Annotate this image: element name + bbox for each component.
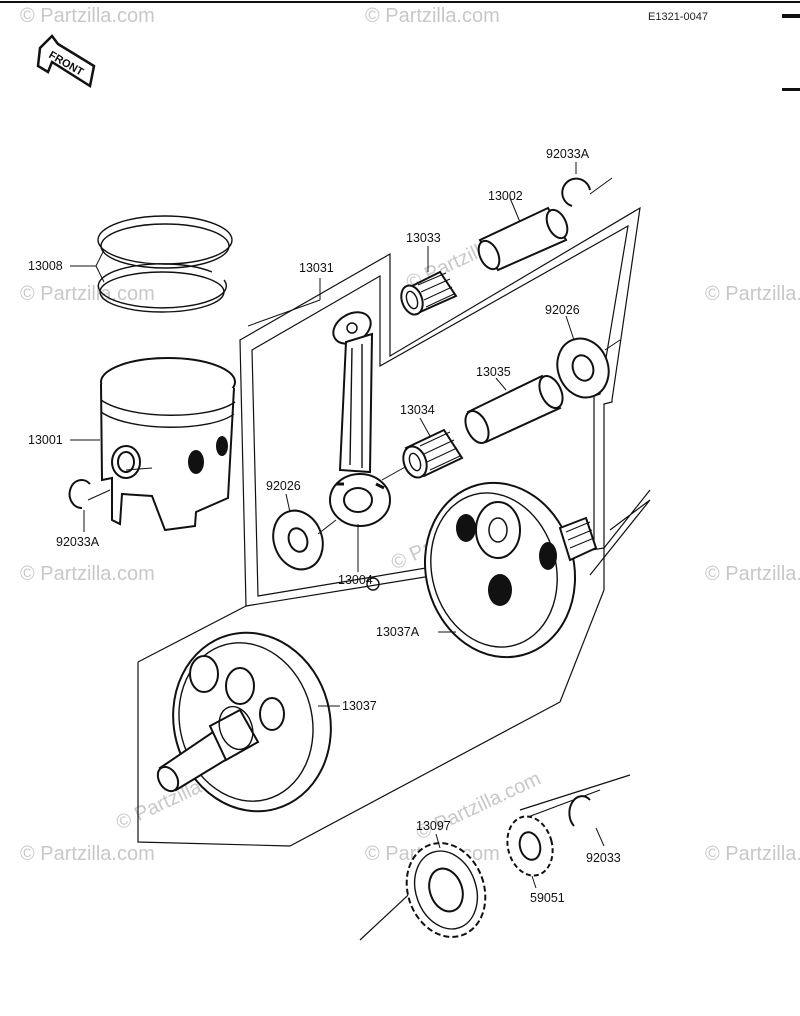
watermark: © Partzilla.com xyxy=(20,563,155,585)
corner-mark xyxy=(782,14,800,18)
part-label-13097: 13097 xyxy=(416,819,451,833)
part-label-92026-right: 92026 xyxy=(545,303,580,317)
gear-13097 xyxy=(405,833,487,938)
leader-13004 xyxy=(357,524,380,591)
watermark: © Partzilla.com xyxy=(705,843,800,865)
assembly-outline xyxy=(137,206,651,941)
part-label-13033: 13033 xyxy=(406,231,441,245)
corner-mark xyxy=(782,88,800,91)
watermark: © Partzilla.com xyxy=(20,843,155,865)
crank-half-13037a xyxy=(423,481,598,659)
piston-13001 xyxy=(70,357,236,532)
front-arrow-icon: FRONT xyxy=(36,34,96,89)
piston-pin-13002 xyxy=(477,197,569,272)
connecting-rod-13031 xyxy=(247,278,415,527)
document-code: E1321-0047 xyxy=(648,11,708,23)
circlip-92033 xyxy=(568,795,605,847)
part-labels: 92033A 13002 13033 13031 13008 92026 130… xyxy=(28,147,621,905)
watermark: © Partzilla.com xyxy=(20,5,155,27)
part-label-59051: 59051 xyxy=(530,891,565,905)
washer-92026-right xyxy=(556,315,621,399)
part-label-13004: 13004 xyxy=(338,573,373,587)
sprocket-59051 xyxy=(506,815,554,889)
watermark: © Partzilla.com xyxy=(705,283,800,305)
part-label-13008: 13008 xyxy=(28,259,63,273)
part-label-92033: 92033 xyxy=(586,851,621,865)
piston-rings-13008 xyxy=(70,215,233,313)
needle-bearing-13033 xyxy=(400,246,458,316)
crank-half-13037 xyxy=(156,631,340,813)
watermark: © Partzilla.com xyxy=(365,5,500,27)
watermark: © Partzilla.com xyxy=(705,563,800,585)
watermark: © Partzilla.com xyxy=(20,283,155,305)
part-label-13034: 13034 xyxy=(400,403,435,417)
washer-92026-left xyxy=(272,493,337,571)
needle-bearing-13034 xyxy=(402,417,464,479)
part-label-13037: 13037 xyxy=(342,699,377,713)
part-label-13035: 13035 xyxy=(476,365,511,379)
crank-pin-13035 xyxy=(464,374,564,444)
circlip-92033a-left xyxy=(68,479,111,532)
part-label-13001: 13001 xyxy=(28,433,63,447)
part-label-92033a-left: 92033A xyxy=(56,535,100,549)
part-label-13037a: 13037A xyxy=(376,625,420,639)
part-label-13002: 13002 xyxy=(488,189,523,203)
part-label-92033a-top: 92033A xyxy=(546,147,590,161)
part-label-13031: 13031 xyxy=(299,261,334,275)
part-label-92026-left: 92026 xyxy=(266,479,301,493)
circlip-92033a-top xyxy=(561,162,613,207)
